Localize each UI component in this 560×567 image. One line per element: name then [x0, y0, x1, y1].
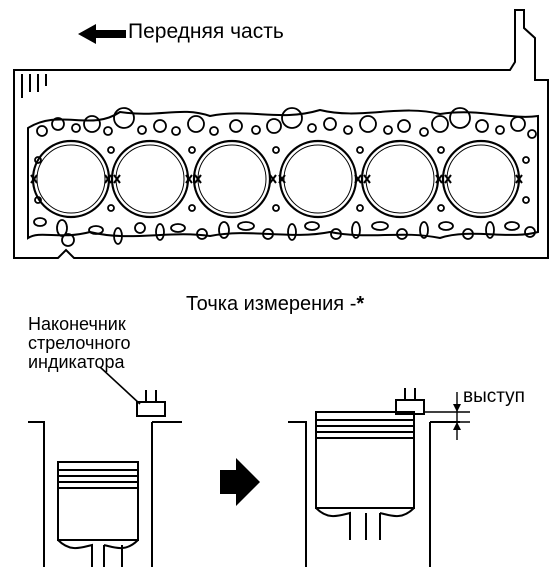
- front-direction-label: Передняя часть: [128, 20, 284, 43]
- indicator-tip-line-1: Наконечник: [28, 314, 126, 334]
- measurement-point-label: Точка измерения -*: [186, 293, 364, 316]
- indicator-tip-label: Наконечник стрелочного индикатора: [28, 315, 131, 372]
- measurement-point-marks: [30, 174, 523, 184]
- indicator-tip-line-2: стрелочного: [28, 333, 131, 353]
- piston-section-before: [28, 366, 182, 567]
- gasket-holes: [33, 107, 537, 247]
- measurement-point-symbol: *: [356, 293, 365, 315]
- arrow-right-icon: [220, 458, 260, 506]
- cylinder-head-gasket: [13, 9, 549, 259]
- indicator-tip-line-3: индикатора: [28, 352, 125, 372]
- arrow-left-icon: [78, 24, 126, 44]
- protrusion-label: выступ: [463, 386, 525, 407]
- piston-section-after: [288, 388, 470, 567]
- measurement-point-text: Точка измерения -: [186, 293, 357, 315]
